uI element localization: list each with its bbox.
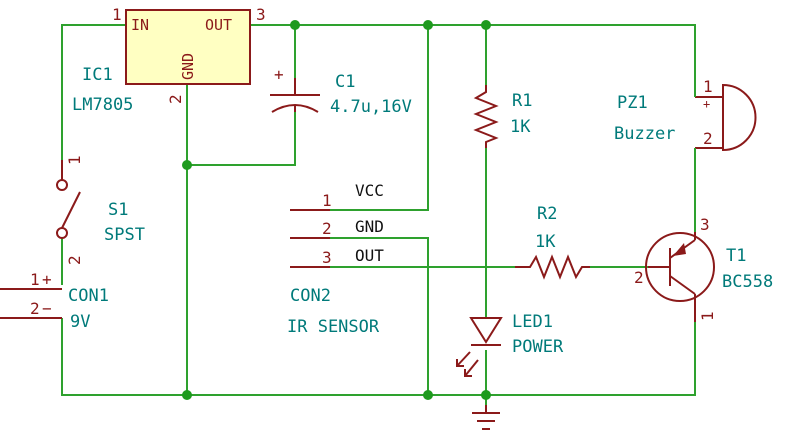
transistor-pin3-number: 3 <box>700 215 710 234</box>
buzzer-plus-sign: + <box>703 97 710 111</box>
transistor-collector <box>669 275 696 295</box>
led-triangle <box>469 317 503 344</box>
power-connector-con1[interactable]: 1 + 2 − CON1 9V <box>0 270 109 332</box>
switch-lever <box>61 191 81 229</box>
junction-dot <box>423 20 433 30</box>
transistor-pin1-number: 1 <box>698 311 717 321</box>
led-light-arrow <box>456 351 471 367</box>
switch-value: SPST <box>104 225 145 245</box>
regulator-pin-out-number: 3 <box>256 5 266 24</box>
resistor-r1-value: 1K <box>510 117 531 137</box>
junction-dot <box>481 390 491 400</box>
transistor-emitter-arrow <box>673 243 686 256</box>
regulator-pin-out-label: OUT <box>205 16 232 34</box>
junction-dot <box>182 160 192 170</box>
junction-dot <box>423 390 433 400</box>
buzzer-pin2-number: 2 <box>703 129 713 148</box>
regulator-ic1[interactable]: IN OUT GND 1 3 2 IC1 LM7805 <box>72 5 266 115</box>
switch-contact-top <box>56 179 68 191</box>
capacitor-c1[interactable]: + C1 4.7u,16V <box>270 65 412 117</box>
resistor-r2[interactable]: R2 1K <box>515 204 590 280</box>
con2-pin-number: 1 <box>322 191 332 210</box>
switch-contact-bottom <box>56 227 68 239</box>
con1-plus-sign: + <box>42 270 52 289</box>
led-value: POWER <box>512 337 564 357</box>
led-led1[interactable]: LED1 POWER <box>456 312 564 377</box>
led-ref: LED1 <box>512 312 553 332</box>
sensor-connector-con2[interactable]: 1 2 3 VCC GND OUT CON2 IR SENSOR <box>287 181 384 337</box>
con2-signal-label: OUT <box>355 246 384 265</box>
con2-pin-number: 3 <box>322 248 332 267</box>
transistor-ref: T1 <box>726 246 746 266</box>
resistor-r1-ref: R1 <box>512 91 532 111</box>
con1-ref: CON1 <box>68 286 109 306</box>
capacitor-ref: C1 <box>335 72 355 92</box>
con2-signal-label: VCC <box>355 181 384 200</box>
con1-pin1-number: 1 <box>30 270 40 289</box>
junction-dot <box>182 390 192 400</box>
regulator-pin-in-label: IN <box>131 16 149 34</box>
ground-symbol <box>472 405 500 430</box>
resistor-r2-value: 1K <box>535 232 556 252</box>
transistor-body <box>645 232 715 302</box>
resistor-r1[interactable]: R1 1K <box>473 85 532 148</box>
capacitor-plus-sign: + <box>274 65 284 84</box>
regulator-value: LM7805 <box>72 95 133 115</box>
regulator-ref: IC1 <box>82 65 113 85</box>
wire-vin <box>61 24 126 160</box>
switch-pin2-number: 2 <box>65 255 84 265</box>
switch-ref: S1 <box>108 200 128 220</box>
junctions <box>182 20 491 400</box>
con2-value: IR SENSOR <box>287 317 380 337</box>
con1-minus-sign: − <box>42 299 52 318</box>
resistor-r2-zigzag <box>515 254 590 280</box>
buzzer-pin1-number: 1 <box>703 77 713 96</box>
con2-ref: CON2 <box>290 286 331 306</box>
switch-s1[interactable]: 1 2 S1 SPST <box>56 155 145 265</box>
con2-pin-number: 2 <box>322 219 332 238</box>
wire-sensor-gnd <box>330 237 429 395</box>
transistor-value: BC558 <box>722 272 773 292</box>
con1-value: 9V <box>70 312 90 332</box>
regulator-body <box>125 9 251 85</box>
junction-dot <box>481 20 491 30</box>
wire-vout-rail <box>250 24 696 85</box>
wire-ground-rail <box>61 318 696 396</box>
wire-cap-bottom <box>187 112 296 166</box>
con2-signal-label: GND <box>355 217 384 236</box>
resistor-r1-zigzag <box>473 85 499 148</box>
regulator-pin-gnd-label: GND <box>179 53 197 80</box>
led-light-arrow-head <box>456 359 464 367</box>
transistor-pin2-number: 2 <box>634 268 644 287</box>
buzzer-body <box>722 83 757 152</box>
regulator-pin-in-number: 1 <box>112 5 122 24</box>
transistor-t1[interactable]: 3 2 1 T1 BC558 <box>634 215 773 322</box>
regulator-pin-gnd-number: 2 <box>166 94 185 104</box>
con1-pin2-number: 2 <box>30 299 40 318</box>
wire-sensor-vcc <box>330 25 429 211</box>
led-light-arrow-head <box>464 369 472 377</box>
switch-pin1-number: 1 <box>65 155 84 165</box>
resistor-r2-ref: R2 <box>537 204 557 224</box>
led-light-arrow <box>464 359 479 377</box>
buzzer-pz1[interactable]: 1 + 2 PZ1 Buzzer <box>614 77 757 152</box>
buzzer-value: Buzzer <box>614 124 675 144</box>
buzzer-ref: PZ1 <box>617 93 648 113</box>
junction-dot <box>290 20 300 30</box>
capacitor-value: 4.7u,16V <box>330 97 412 117</box>
